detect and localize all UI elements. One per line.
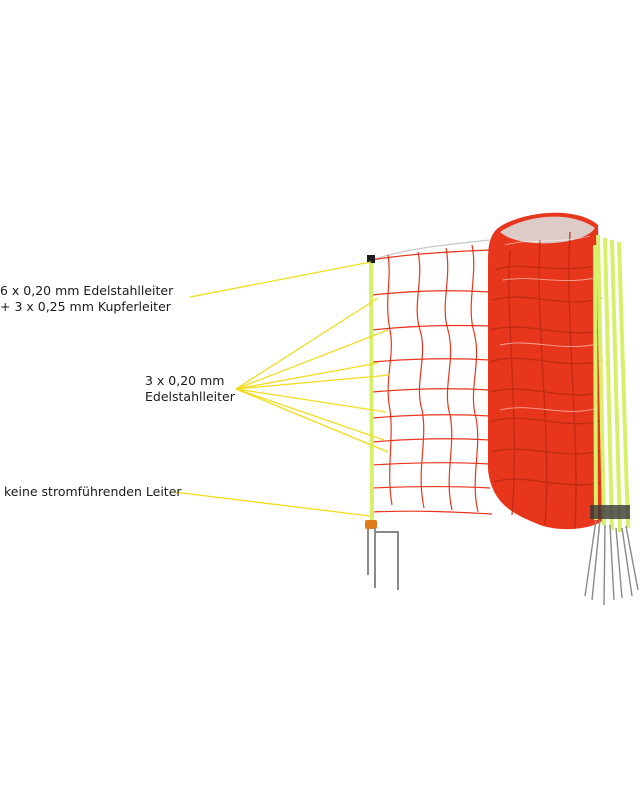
single-fence-post <box>365 255 399 590</box>
callout-bottom-line-1: keine stromführenden Leiter <box>4 484 182 499</box>
callout-middle-line-2: Edelstahlleiter <box>145 389 235 404</box>
bundled-fence-posts <box>584 234 639 606</box>
callout-top-line-1: 6 x 0,20 mm Edelstahlleiter <box>0 283 174 298</box>
callout-label-bottom: keine stromführenden Leiter <box>4 484 182 500</box>
callout-label-middle: 3 x 0,20 mm Edelstahlleiter <box>145 373 235 405</box>
unrolled-net-section <box>371 239 493 515</box>
callout-middle-line-1: 3 x 0,20 mm <box>145 373 225 388</box>
rolled-net-bundle <box>488 212 604 530</box>
callout-label-top: 6 x 0,20 mm Edelstahlleiter + 3 x 0,25 m… <box>0 283 173 315</box>
callout-lines <box>173 261 391 517</box>
callout-top-line-2: + 3 x 0,25 mm Kupferleiter <box>0 299 171 314</box>
